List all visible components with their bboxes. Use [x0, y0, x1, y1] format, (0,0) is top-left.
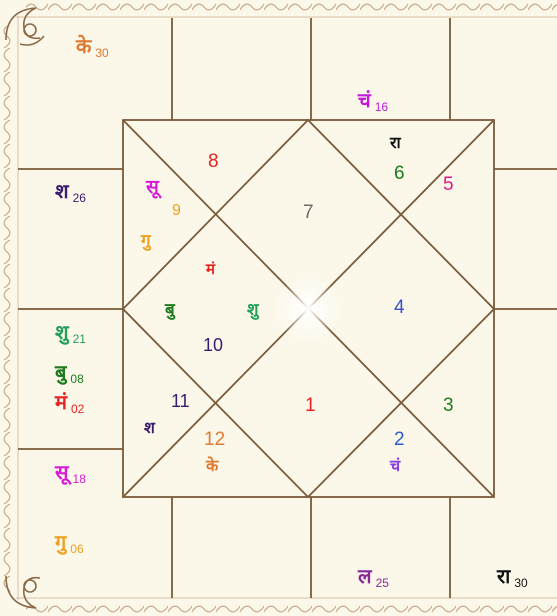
outer-planet-surya: सू 18: [55, 462, 86, 485]
outer-planet-shukra-label: शु: [55, 320, 69, 344]
house-number-5: 5: [443, 175, 454, 194]
house-number-3: 3: [443, 396, 454, 415]
outer-planet-rahu: रा 30: [497, 566, 528, 589]
planet-surya-house: सू: [146, 178, 159, 197]
outer-planet-budh: बु 08: [55, 362, 84, 385]
house-number-1: 1: [305, 396, 316, 415]
outer-planet-rahu-label: रा: [497, 564, 510, 588]
outer-planet-ketu-degree: 30: [95, 46, 108, 60]
outer-planet-chandra-degree: 16: [375, 100, 388, 114]
outer-planet-ketu: के 30: [76, 36, 109, 59]
outer-planet-surya-degree: 18: [73, 472, 86, 486]
planet-shukra-house: शु: [247, 302, 259, 319]
outer-planet-guru-degree: 06: [70, 542, 83, 556]
house-number-6: 6: [394, 164, 405, 183]
outer-planet-guru: गु 06: [55, 532, 84, 555]
outer-planet-lagna-label: ल: [358, 564, 372, 588]
planet-rahu-house: रा: [390, 135, 401, 151]
outer-planet-guru-label: गु: [55, 530, 66, 554]
outer-planet-ketu-label: के: [76, 34, 91, 58]
house-number-7: 7: [303, 203, 314, 222]
outer-planet-shani-label: श: [55, 179, 69, 203]
planet-shani-house: श: [144, 420, 155, 436]
house-number-10: 10: [203, 336, 223, 354]
planet-chandra-house: चं: [390, 458, 400, 474]
outer-planet-shani-degree: 26: [73, 191, 86, 205]
outer-planet-budh-degree: 08: [70, 372, 83, 386]
outer-planet-shani: श 26: [55, 181, 86, 204]
outer-planet-rahu-degree: 30: [514, 576, 527, 590]
outer-planet-lagna-degree: 25: [376, 576, 389, 590]
house-number-9: 9: [172, 203, 181, 219]
outer-planet-mangal-degree: 02: [71, 402, 84, 416]
outer-planet-chandra-label: चं: [358, 88, 371, 112]
planet-mangal-house: मं: [206, 262, 215, 277]
planet-ketu-house: के: [206, 458, 218, 474]
house-number-12: 12: [204, 430, 225, 449]
house-number-4: 4: [394, 298, 405, 317]
planet-guru-house: गु: [141, 233, 151, 250]
outer-planet-shukra: शु 21: [55, 322, 86, 345]
outer-planet-chandra: चं 16: [358, 90, 388, 113]
outer-planet-budh-label: बु: [55, 360, 66, 384]
outer-planet-lagna: ल 25: [358, 566, 389, 589]
outer-planet-mangal-label: मं: [55, 390, 67, 414]
outer-planet-surya-label: सू: [55, 460, 69, 484]
house-number-11: 11: [171, 392, 190, 410]
planet-budh-house: बु: [165, 302, 175, 319]
outer-planet-mangal: मं 02: [55, 392, 84, 415]
house-number-2: 2: [394, 430, 405, 449]
outer-planet-shukra-degree: 21: [73, 332, 86, 346]
house-number-8: 8: [208, 152, 219, 171]
